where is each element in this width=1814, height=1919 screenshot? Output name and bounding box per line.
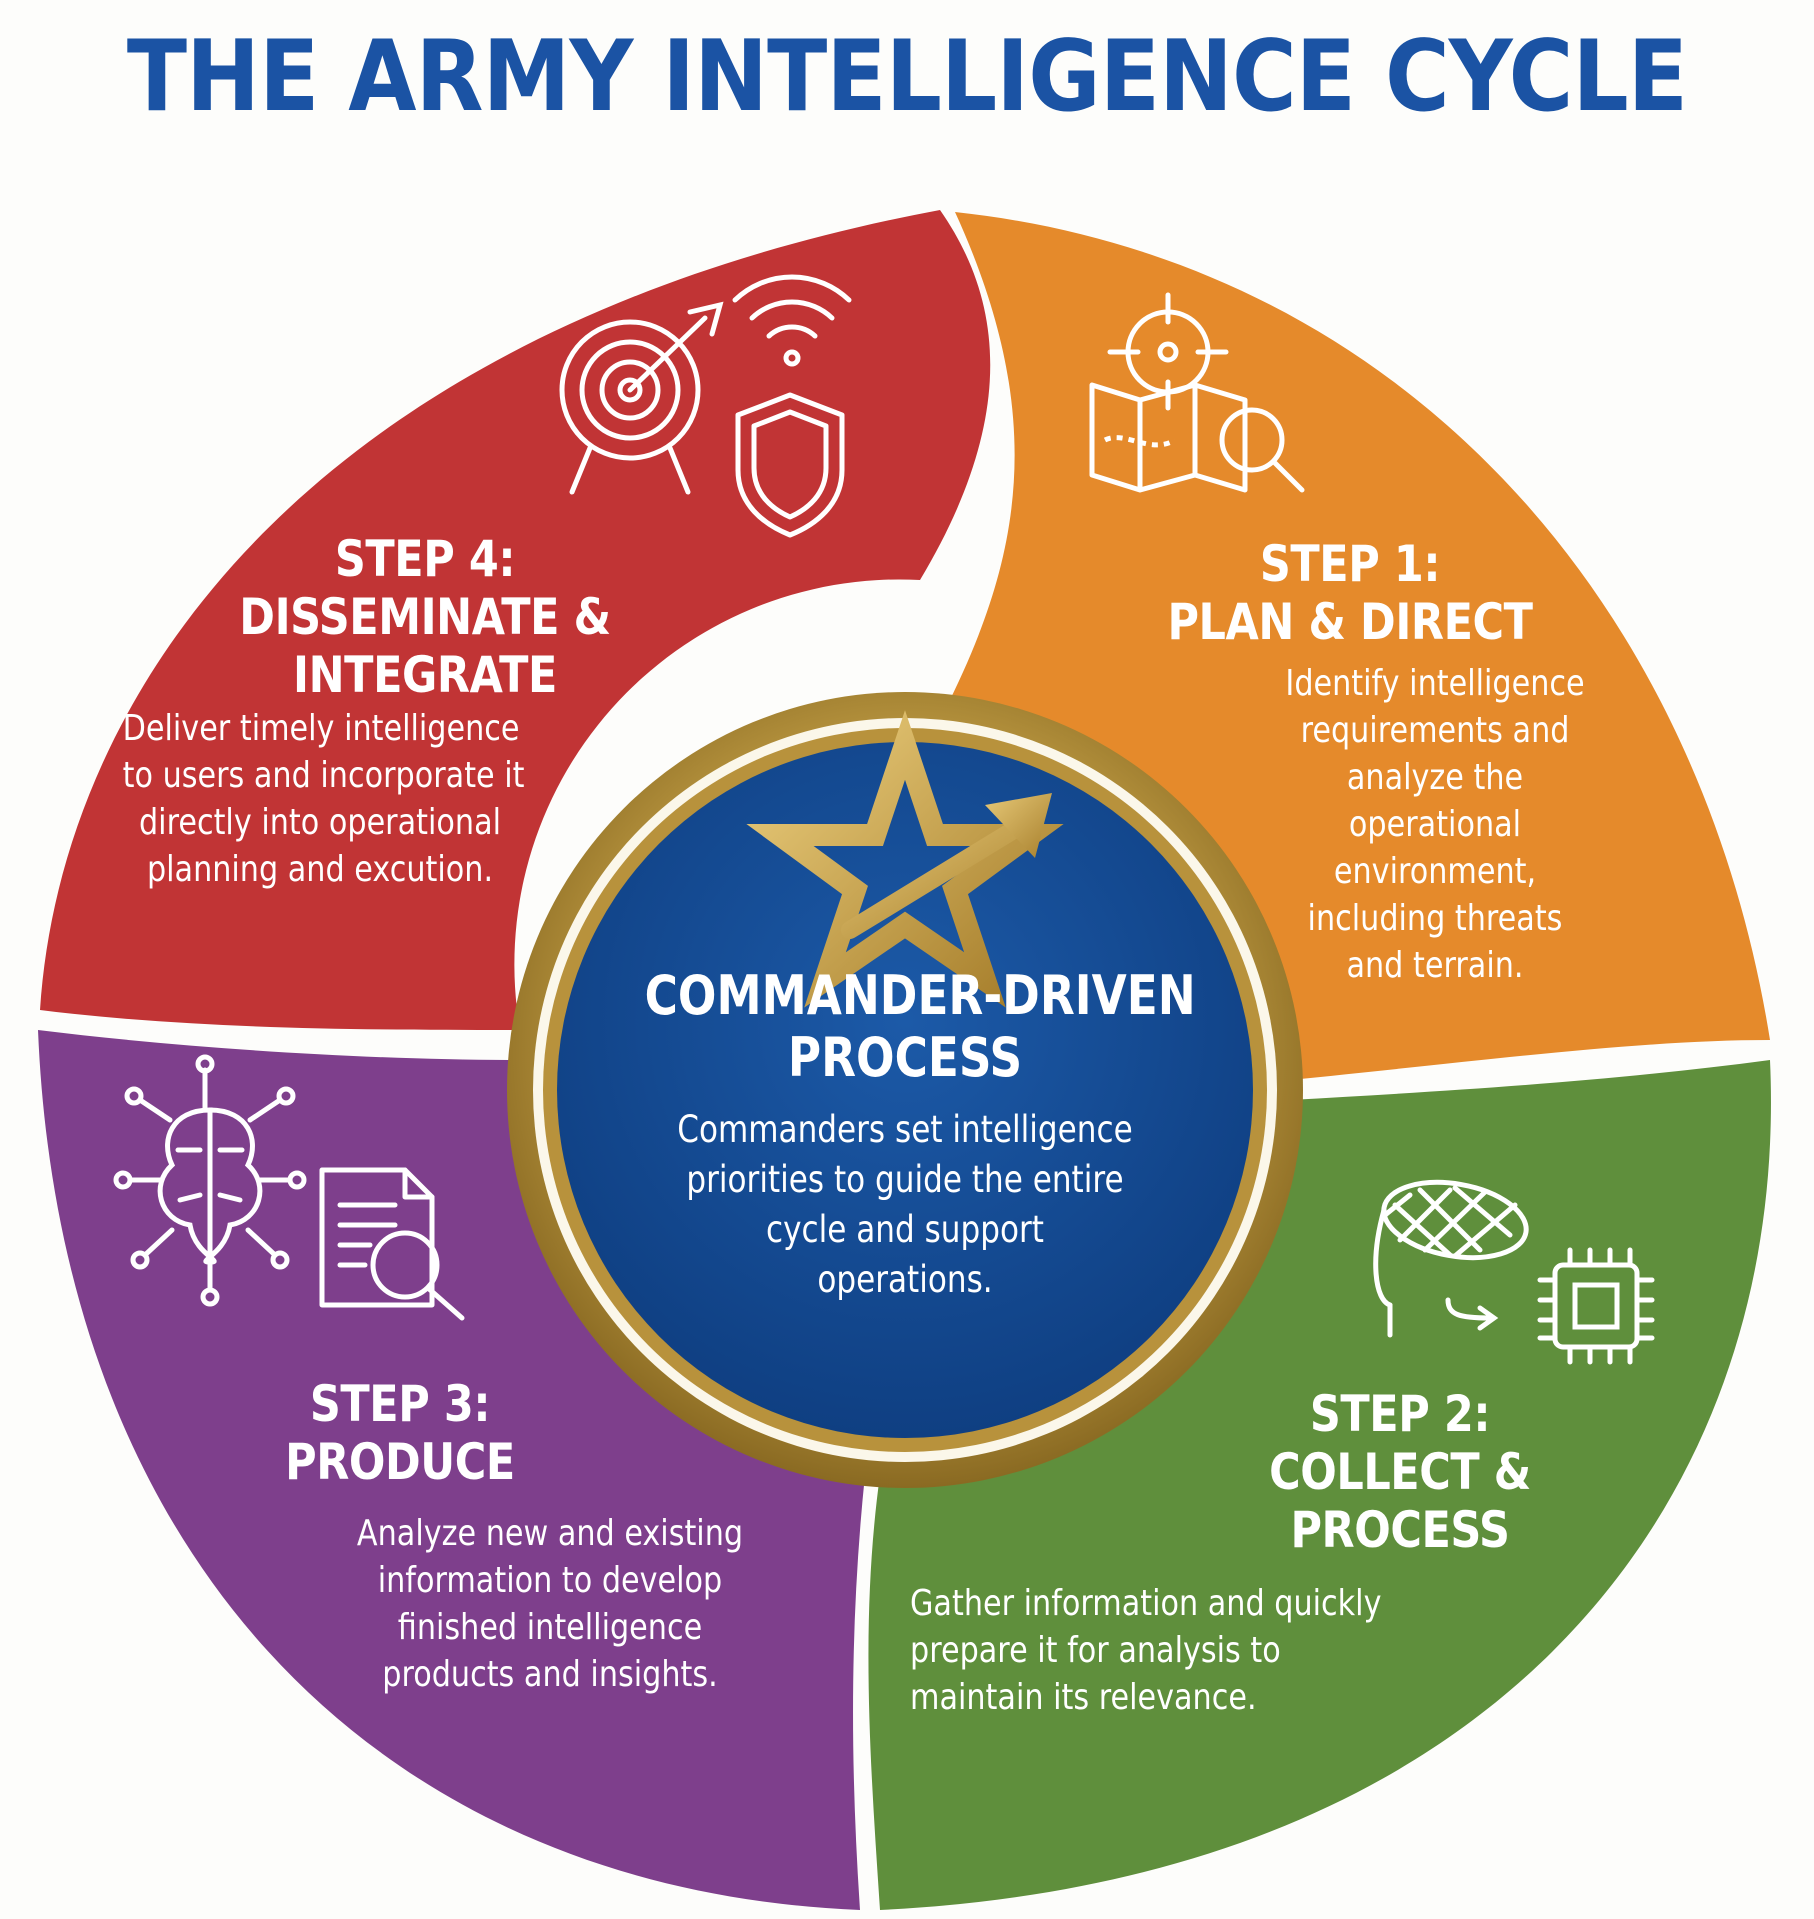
step1-desc-line: Identify intelligence [1285,663,1585,704]
step3-description: Analyze new and existing information to … [353,1510,748,1698]
center-desc-line: operations. [817,1258,993,1301]
step1-desc-line: requirements and [1300,710,1570,751]
document-search-icon [319,1167,465,1321]
step2-desc-line: maintain its relevance. [910,1677,1257,1718]
step2-title: STEP 2: COLLECT & PROCESS [1228,1385,1572,1559]
step4-desc-line: planning and excution. [146,849,494,890]
map-icon [1089,382,1248,493]
arrow-icon [1445,1297,1499,1331]
step3-desc-line: finished intelligence [397,1607,703,1648]
step1-desc-line: environment, [1333,851,1537,892]
target-arrow-icon [559,301,724,495]
step1-desc-line: and terrain. [1346,945,1524,986]
center-disc [557,742,1253,1438]
star-arrow-icon [746,710,1064,1008]
step1-desc-line: analyze the [1346,757,1524,798]
step4-title-line: STEP 4: [334,530,516,588]
step2-title-line: COLLECT & [1269,1443,1531,1501]
segment-step1 [945,212,1770,1080]
step1-title: STEP 1: PLAN & DIRECT [1161,535,1539,651]
center-desc-line: Commanders set intelligence [677,1108,1133,1151]
center-description: Commanders set intelligence priorities t… [653,1105,1157,1305]
step2-title-line: STEP 2: [1309,1385,1491,1443]
page-title: THE ARMY INTELLIGENCE CYCLE [126,20,1688,134]
step4-title-line: INTEGRATE [293,646,557,704]
wireless-icon [732,274,852,367]
center-desc-line: cycle and support [766,1208,1044,1251]
shield-icon [735,392,845,538]
step2-desc-line: prepare it for analysis to [910,1630,1281,1671]
segment-step3 [38,1030,865,1910]
step4-desc-line: directly into operational [138,802,502,843]
step1-title-line: STEP 1: [1259,535,1441,593]
step4-desc-line: Deliver timely intelligence [122,708,520,749]
segment-step2 [868,1060,1771,1910]
step1-description: Identify intelligence requirements and a… [1259,660,1612,989]
step3-title: STEP 3: PRODUCE [228,1375,572,1491]
step4-desc-line: to users and incorporate it [122,755,525,796]
step3-desc-line: Analyze new and existing [356,1513,744,1554]
center-desc-line: priorities to guide the entire [686,1158,1124,1201]
step3-title-line: STEP 3: [309,1375,491,1433]
step1-title-line: PLAN & DIRECT [1167,593,1533,651]
brain-network-icon [113,1054,307,1307]
step1-desc-line: operational [1348,804,1522,845]
segment-step4 [40,210,991,1030]
net-icon [1373,1179,1529,1338]
center-title-line: PROCESS [787,1026,1023,1089]
step2-desc-line: Gather information and quickly [910,1583,1382,1624]
step3-title-line: PRODUCE [285,1433,515,1491]
step2-description: Gather information and quickly prepare i… [910,1580,1389,1721]
chip-icon [1537,1247,1655,1365]
step2-title-line: PROCESS [1290,1501,1510,1559]
step4-title-line: DISSEMINATE & [239,588,611,646]
center-title: COMMANDER-DRIVEN PROCESS [644,964,1196,1089]
step3-desc-line: products and insights. [382,1654,718,1695]
step3-desc-line: information to develop [377,1560,723,1601]
step4-description: Deliver timely intelligence to users and… [122,705,525,893]
step1-desc-line: including threats [1307,898,1563,939]
magnifier-icon [1219,407,1305,493]
center-title-line: COMMANDER-DRIVEN [644,964,1196,1027]
step4-title: STEP 4: DISSEMINATE & INTEGRATE [236,530,614,704]
